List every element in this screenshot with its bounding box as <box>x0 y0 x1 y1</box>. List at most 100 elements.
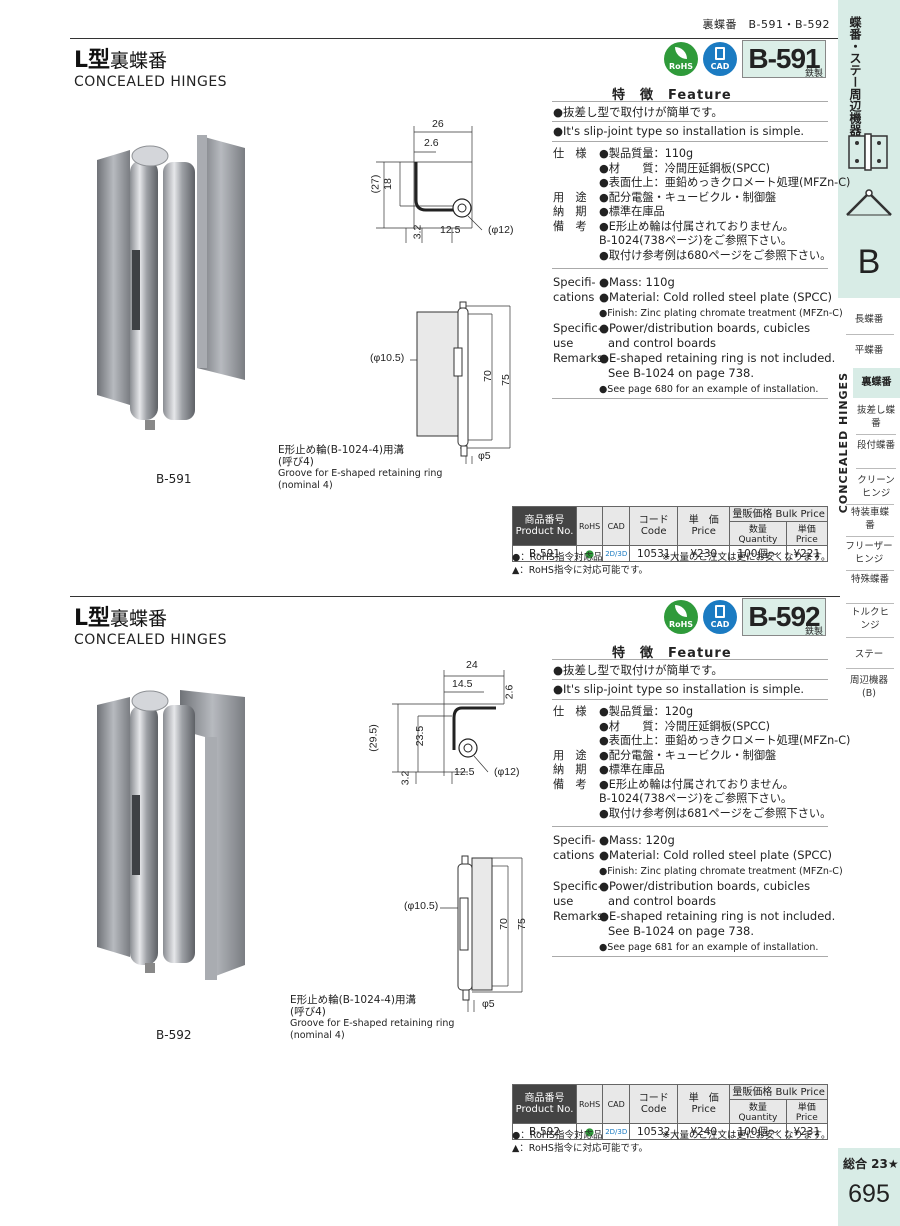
sidebar-item-special-hinge[interactable]: 特殊蝶番 <box>850 574 889 585</box>
feature-jp: ●抜差し型で取付けが簡単です。 <box>553 663 723 677</box>
divider <box>846 570 894 571</box>
sidebar-item-long-hinge[interactable]: 長蝶番 <box>854 314 884 325</box>
cell-cad: 2D/3D <box>602 545 631 562</box>
divider <box>552 679 828 680</box>
dimension-label: (φ12) <box>488 224 514 236</box>
header-unit-price: 単価 Price <box>785 521 829 546</box>
title-type: 裏蝶番 <box>110 608 168 630</box>
cell-product: B-592 <box>512 1123 577 1140</box>
dimension-label: 18 <box>381 178 394 190</box>
cell-code: 10532 <box>629 1123 679 1140</box>
sidebar-item-torque-hinge[interactable]: トルクヒンジ <box>850 607 889 631</box>
cell-rohs: ● <box>575 545 604 562</box>
sidebar-item-flat-hinge[interactable]: 平蝶番 <box>854 345 884 356</box>
cell-code: 10531 <box>629 545 679 562</box>
spec-jp: 仕 様●製品質量：110g ●材 質：冷間圧延鋼板(SPCC) ●表面仕上：亜鉛… <box>553 147 851 262</box>
cad-icon[interactable]: CAD <box>703 600 737 634</box>
sidebar-item-vehicle-hinge[interactable]: 特装車蝶番 <box>850 507 889 531</box>
divider <box>552 956 828 957</box>
sidebar-item-slip-hinge[interactable]: 抜差し蝶番 <box>856 405 895 429</box>
rohs-icon: RoHS <box>575 506 604 546</box>
cell-price: ¥230 <box>677 545 731 562</box>
divider <box>70 596 840 597</box>
spec-en: Specifi-●Mass: 110g cations●Material: Co… <box>553 275 843 395</box>
front-view-drawing <box>440 855 523 1012</box>
sidebar-item-concealed-hinge[interactable]: 裏蝶番 <box>853 368 900 398</box>
photo-caption: B-592 <box>156 1028 192 1042</box>
front-view-drawing <box>410 301 511 464</box>
cell-quantity: 100個〜 <box>729 1123 787 1140</box>
divider <box>846 504 894 505</box>
dimension-label: 75 <box>515 918 528 930</box>
header-quantity: 数量 Quantity <box>729 1099 787 1124</box>
rohs-icon: RoHS <box>664 42 698 76</box>
divider <box>846 603 894 604</box>
total-page: 総合 23★ <box>843 1157 899 1171</box>
feature-header: 特 徴 Feature <box>612 88 732 103</box>
divider <box>552 826 828 827</box>
sidebar-item-step-hinge[interactable]: 段付蝶番 <box>856 440 895 451</box>
divider <box>552 268 828 269</box>
title-type: 裏蝶番 <box>110 50 168 72</box>
title-shape: L型 <box>74 606 111 631</box>
product-title: L型裏蝶番 <box>74 42 167 74</box>
page-footer-panel <box>838 1148 900 1226</box>
divider <box>552 659 828 660</box>
table-row: B-591 ● 2D/3D 10531 ¥230 100個〜 ¥221 <box>512 545 829 562</box>
cad-icon[interactable]: CAD <box>703 42 737 76</box>
model-number: B-592 <box>742 598 826 636</box>
side-view-drawing <box>376 126 483 243</box>
rohs-icon: RoHS <box>575 1084 604 1124</box>
dimension-label: φ5 <box>478 450 491 462</box>
sidebar-item-freezer-hinge[interactable]: フリーザーヒンジ <box>845 541 893 565</box>
bulk-note: ※大量のご注文は更にお安くなります。 <box>662 1130 831 1141</box>
dimension-label: 2.6 <box>424 137 439 149</box>
dimension-label: 23.5 <box>414 725 427 747</box>
sidebar-item-stay[interactable]: ステー <box>854 649 884 660</box>
rohs-icon: RoHS <box>664 600 698 634</box>
header-quantity: 数量 Quantity <box>729 521 787 546</box>
sidebar-category[interactable]: 蝶番・ステー周辺機器 <box>848 16 862 136</box>
dimension-label: 2.6 <box>503 684 516 700</box>
dimension-label: φ5 <box>482 998 495 1010</box>
spec-en: Specifi-●Mass: 120g cations●Material: Co… <box>553 833 843 953</box>
dimension-label: (φ12) <box>494 766 520 778</box>
dimension-label: 3.2 <box>411 224 424 240</box>
title-shape: L型 <box>74 48 111 73</box>
dimension-label: (φ10.5) <box>370 352 405 364</box>
groove-caption: E形止め輪(B-1024-4)用溝 (呼び4) Groove for E-sha… <box>290 994 455 1041</box>
dimension-label: 3.2 <box>399 770 412 786</box>
product-subtitle: CONCEALED HINGES <box>74 74 228 90</box>
cell-quantity: 100個〜 <box>729 545 787 562</box>
table-notes: ●：RoHS指令対応品 ▲：RoHS指令に対応可能です。 <box>512 552 649 576</box>
divider <box>552 121 828 122</box>
cell-rohs: ● <box>575 1123 604 1140</box>
cell-cad: 2D/3D <box>602 1123 631 1140</box>
feature-en: ●It's slip-joint type so installation is… <box>553 124 805 138</box>
side-view-drawing <box>392 670 505 784</box>
product-subtitle: CONCEALED HINGES <box>74 632 228 648</box>
breadcrumb: 裏蝶番 B-591・B-592 <box>702 18 830 31</box>
divider <box>856 468 896 469</box>
sidebar-item-clean-hinge[interactable]: クリーンヒンジ <box>857 475 895 499</box>
header-unit-price: 単価 Price <box>785 1099 829 1124</box>
table-row: B-592 ● 2D/3D 10532 ¥240 100個〜 ¥231 <box>512 1123 829 1140</box>
divider <box>552 699 828 700</box>
divider <box>846 637 894 638</box>
material-tag: 鉄製 <box>805 627 824 637</box>
feature-header: 特 徴 Feature <box>612 646 732 661</box>
bulk-note: ※大量のご注文は更にお安くなります。 <box>662 552 831 563</box>
dimension-label: 14.5 <box>452 678 473 690</box>
sidebar-item-peripheral[interactable]: 周辺機器(B) <box>849 675 888 699</box>
divider <box>856 434 896 435</box>
table-notes: ●：RoHS指令対応品 ▲：RoHS指令に対応可能です。 <box>512 1130 649 1154</box>
dimension-label: 12.5 <box>454 766 475 778</box>
hinge-icon <box>848 133 888 171</box>
divider <box>552 101 828 102</box>
dimension-label: (27) <box>369 174 382 194</box>
dimension-label: 24 <box>466 659 478 671</box>
